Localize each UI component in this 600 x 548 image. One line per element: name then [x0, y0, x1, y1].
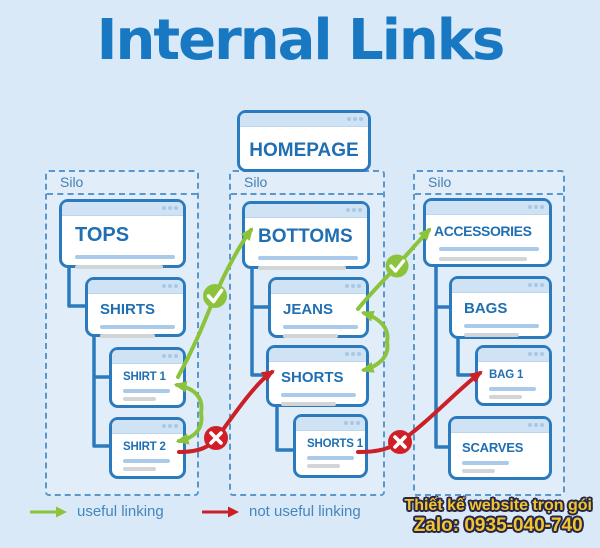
- window-dots-icon: [528, 352, 544, 356]
- placeholder-line: [489, 387, 536, 391]
- window-titlebar: [478, 348, 549, 362]
- window-dots-icon: [347, 117, 363, 121]
- silo-label: Silo: [231, 172, 383, 195]
- placeholder-line: [283, 325, 358, 329]
- placeholder-line: [464, 333, 519, 337]
- node-shirt-1: SHIRT 1: [109, 347, 186, 408]
- node-accessories: ACCESSORIES: [423, 198, 552, 267]
- window-dots-icon: [162, 206, 178, 210]
- placeholder-line: [489, 395, 522, 399]
- cross-badge: [388, 430, 412, 454]
- window-dots-icon: [528, 283, 544, 287]
- node-shorts: SHORTS: [266, 345, 369, 407]
- node-label: ACCESSORIES: [434, 223, 532, 239]
- placeholder-line: [464, 324, 539, 328]
- node-label: SHORTS 1: [307, 438, 363, 450]
- node-shirt-2: SHIRT 2: [109, 417, 186, 479]
- placeholder-line: [123, 389, 170, 393]
- placeholder-line: [307, 464, 340, 468]
- silo-label: Silo: [415, 172, 563, 195]
- placeholder-line: [307, 456, 354, 460]
- node-label: JEANS: [283, 301, 334, 318]
- placeholder-line: [258, 266, 346, 270]
- window-titlebar: [269, 348, 366, 362]
- placeholder-line: [283, 334, 338, 338]
- placeholder-line: [123, 459, 170, 463]
- cross-badge: [204, 426, 228, 450]
- node-label: HOMEPAGE: [249, 140, 359, 161]
- cross-icon: [393, 435, 407, 449]
- node-label: BAGS: [464, 300, 508, 317]
- window-dots-icon: [528, 205, 544, 209]
- placeholder-line: [75, 265, 163, 269]
- legend-label: useful linking: [77, 503, 164, 520]
- legend-not-useful-linking: not useful linking: [202, 503, 361, 520]
- window-dots-icon: [528, 423, 544, 427]
- node-label: BOTTOMS: [258, 226, 353, 247]
- node-bottoms: BOTTOMS: [242, 201, 370, 270]
- window-dots-icon: [344, 421, 360, 425]
- placeholder-line: [462, 461, 509, 465]
- window-titlebar: [271, 280, 366, 294]
- useful-arrow-icon: [30, 506, 67, 517]
- node-label: SHIRT 2: [123, 441, 166, 453]
- placeholder-line: [258, 256, 358, 260]
- window-titlebar: [88, 280, 183, 294]
- legend-useful-linking: useful linking: [30, 503, 164, 520]
- node-label: TOPS: [75, 224, 130, 246]
- window-dots-icon: [346, 208, 362, 212]
- node-scarves: SCARVES: [448, 416, 552, 480]
- placeholder-line: [123, 397, 156, 401]
- window-titlebar: [62, 202, 183, 216]
- node-tops: TOPS: [59, 199, 186, 269]
- window-dots-icon: [162, 354, 178, 358]
- watermark-line2: Zalo: 0935-040-740: [413, 515, 583, 537]
- placeholder-line: [281, 393, 356, 397]
- node-label: SHIRT 1: [123, 371, 166, 383]
- window-dots-icon: [345, 284, 361, 288]
- node-shirts: SHIRTS: [85, 277, 186, 338]
- placeholder-line: [100, 325, 175, 329]
- placeholder-line: [439, 247, 539, 251]
- placeholder-line: [123, 467, 156, 471]
- node-homepage: HOMEPAGE: [237, 110, 371, 172]
- window-titlebar: [296, 417, 365, 431]
- page-title: Internal Links: [96, 8, 506, 73]
- window-dots-icon: [162, 284, 178, 288]
- silo-label: Silo: [47, 172, 197, 195]
- node-shorts-1: SHORTS 1: [293, 414, 368, 478]
- node-label: SCARVES: [462, 440, 524, 455]
- node-label: SHIRTS: [100, 301, 156, 318]
- window-titlebar: [426, 201, 549, 215]
- check-badge: [203, 284, 227, 308]
- node-bags: BAGS: [449, 276, 552, 339]
- window-dots-icon: [345, 352, 361, 356]
- window-titlebar: [245, 204, 367, 218]
- node-label: BAG 1: [489, 369, 524, 381]
- node-label: SHORTS: [281, 369, 344, 386]
- watermark-line1: Thiết kế website trọn gói: [404, 497, 592, 514]
- legend-label: not useful linking: [249, 503, 361, 520]
- check-icon: [206, 288, 224, 304]
- window-titlebar: [240, 113, 368, 127]
- watermark: Thiết kế website trọn gói Zalo: 0935-040…: [404, 496, 592, 538]
- placeholder-line: [462, 469, 495, 473]
- window-titlebar: [451, 419, 549, 433]
- node-jeans: JEANS: [268, 277, 369, 338]
- window-titlebar: [452, 279, 549, 293]
- window-dots-icon: [162, 424, 178, 428]
- placeholder-line: [281, 402, 336, 406]
- not-useful-arrow-icon: [202, 506, 239, 517]
- window-titlebar: [112, 350, 183, 364]
- cross-icon: [209, 431, 223, 445]
- check-badge: [385, 254, 409, 278]
- node-bag-1: BAG 1: [475, 345, 552, 406]
- placeholder-line: [75, 255, 175, 259]
- placeholder-line: [100, 334, 155, 338]
- check-icon: [389, 259, 406, 273]
- window-titlebar: [112, 420, 183, 434]
- placeholder-line: [439, 257, 527, 261]
